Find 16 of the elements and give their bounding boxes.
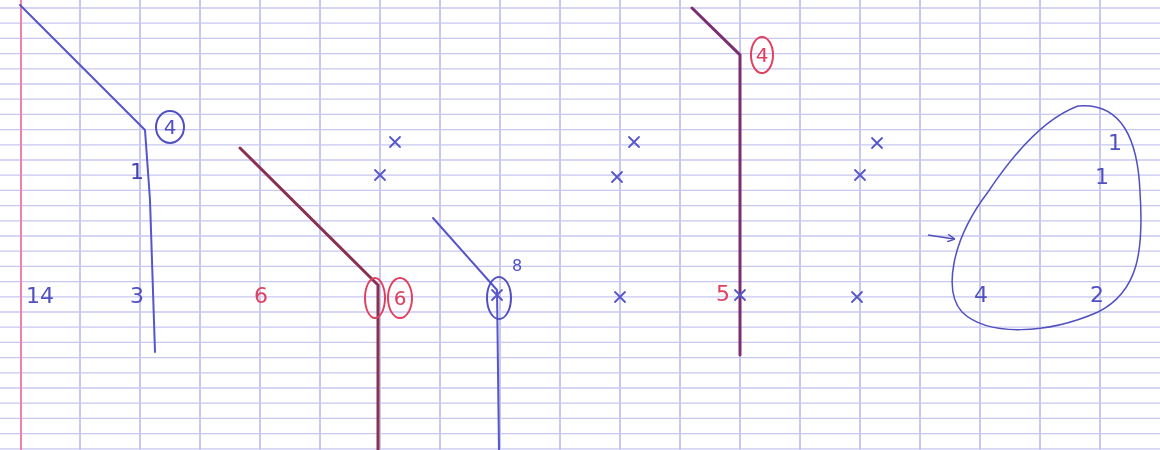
handwritten-number: 14 — [26, 284, 54, 308]
circled-number: 4 — [750, 36, 774, 74]
handwritten-number: 5 — [716, 282, 730, 306]
arrow — [927, 233, 956, 243]
handwritten-number: 1 — [1108, 130, 1122, 155]
circle-mark — [486, 276, 512, 320]
circled-number: 4 — [155, 110, 185, 144]
handwritten-number: 6 — [254, 284, 268, 308]
handwritten-number: 8 — [512, 255, 523, 277]
handwritten-number: 4 — [974, 282, 988, 307]
circle-mark — [364, 277, 386, 319]
handwritten-number: 1 — [130, 160, 144, 184]
handwritten-number: 1 — [1095, 164, 1109, 189]
circled-number: 6 — [387, 277, 413, 319]
handwritten-number: 3 — [130, 284, 144, 308]
handwritten-number: 2 — [1090, 282, 1104, 307]
